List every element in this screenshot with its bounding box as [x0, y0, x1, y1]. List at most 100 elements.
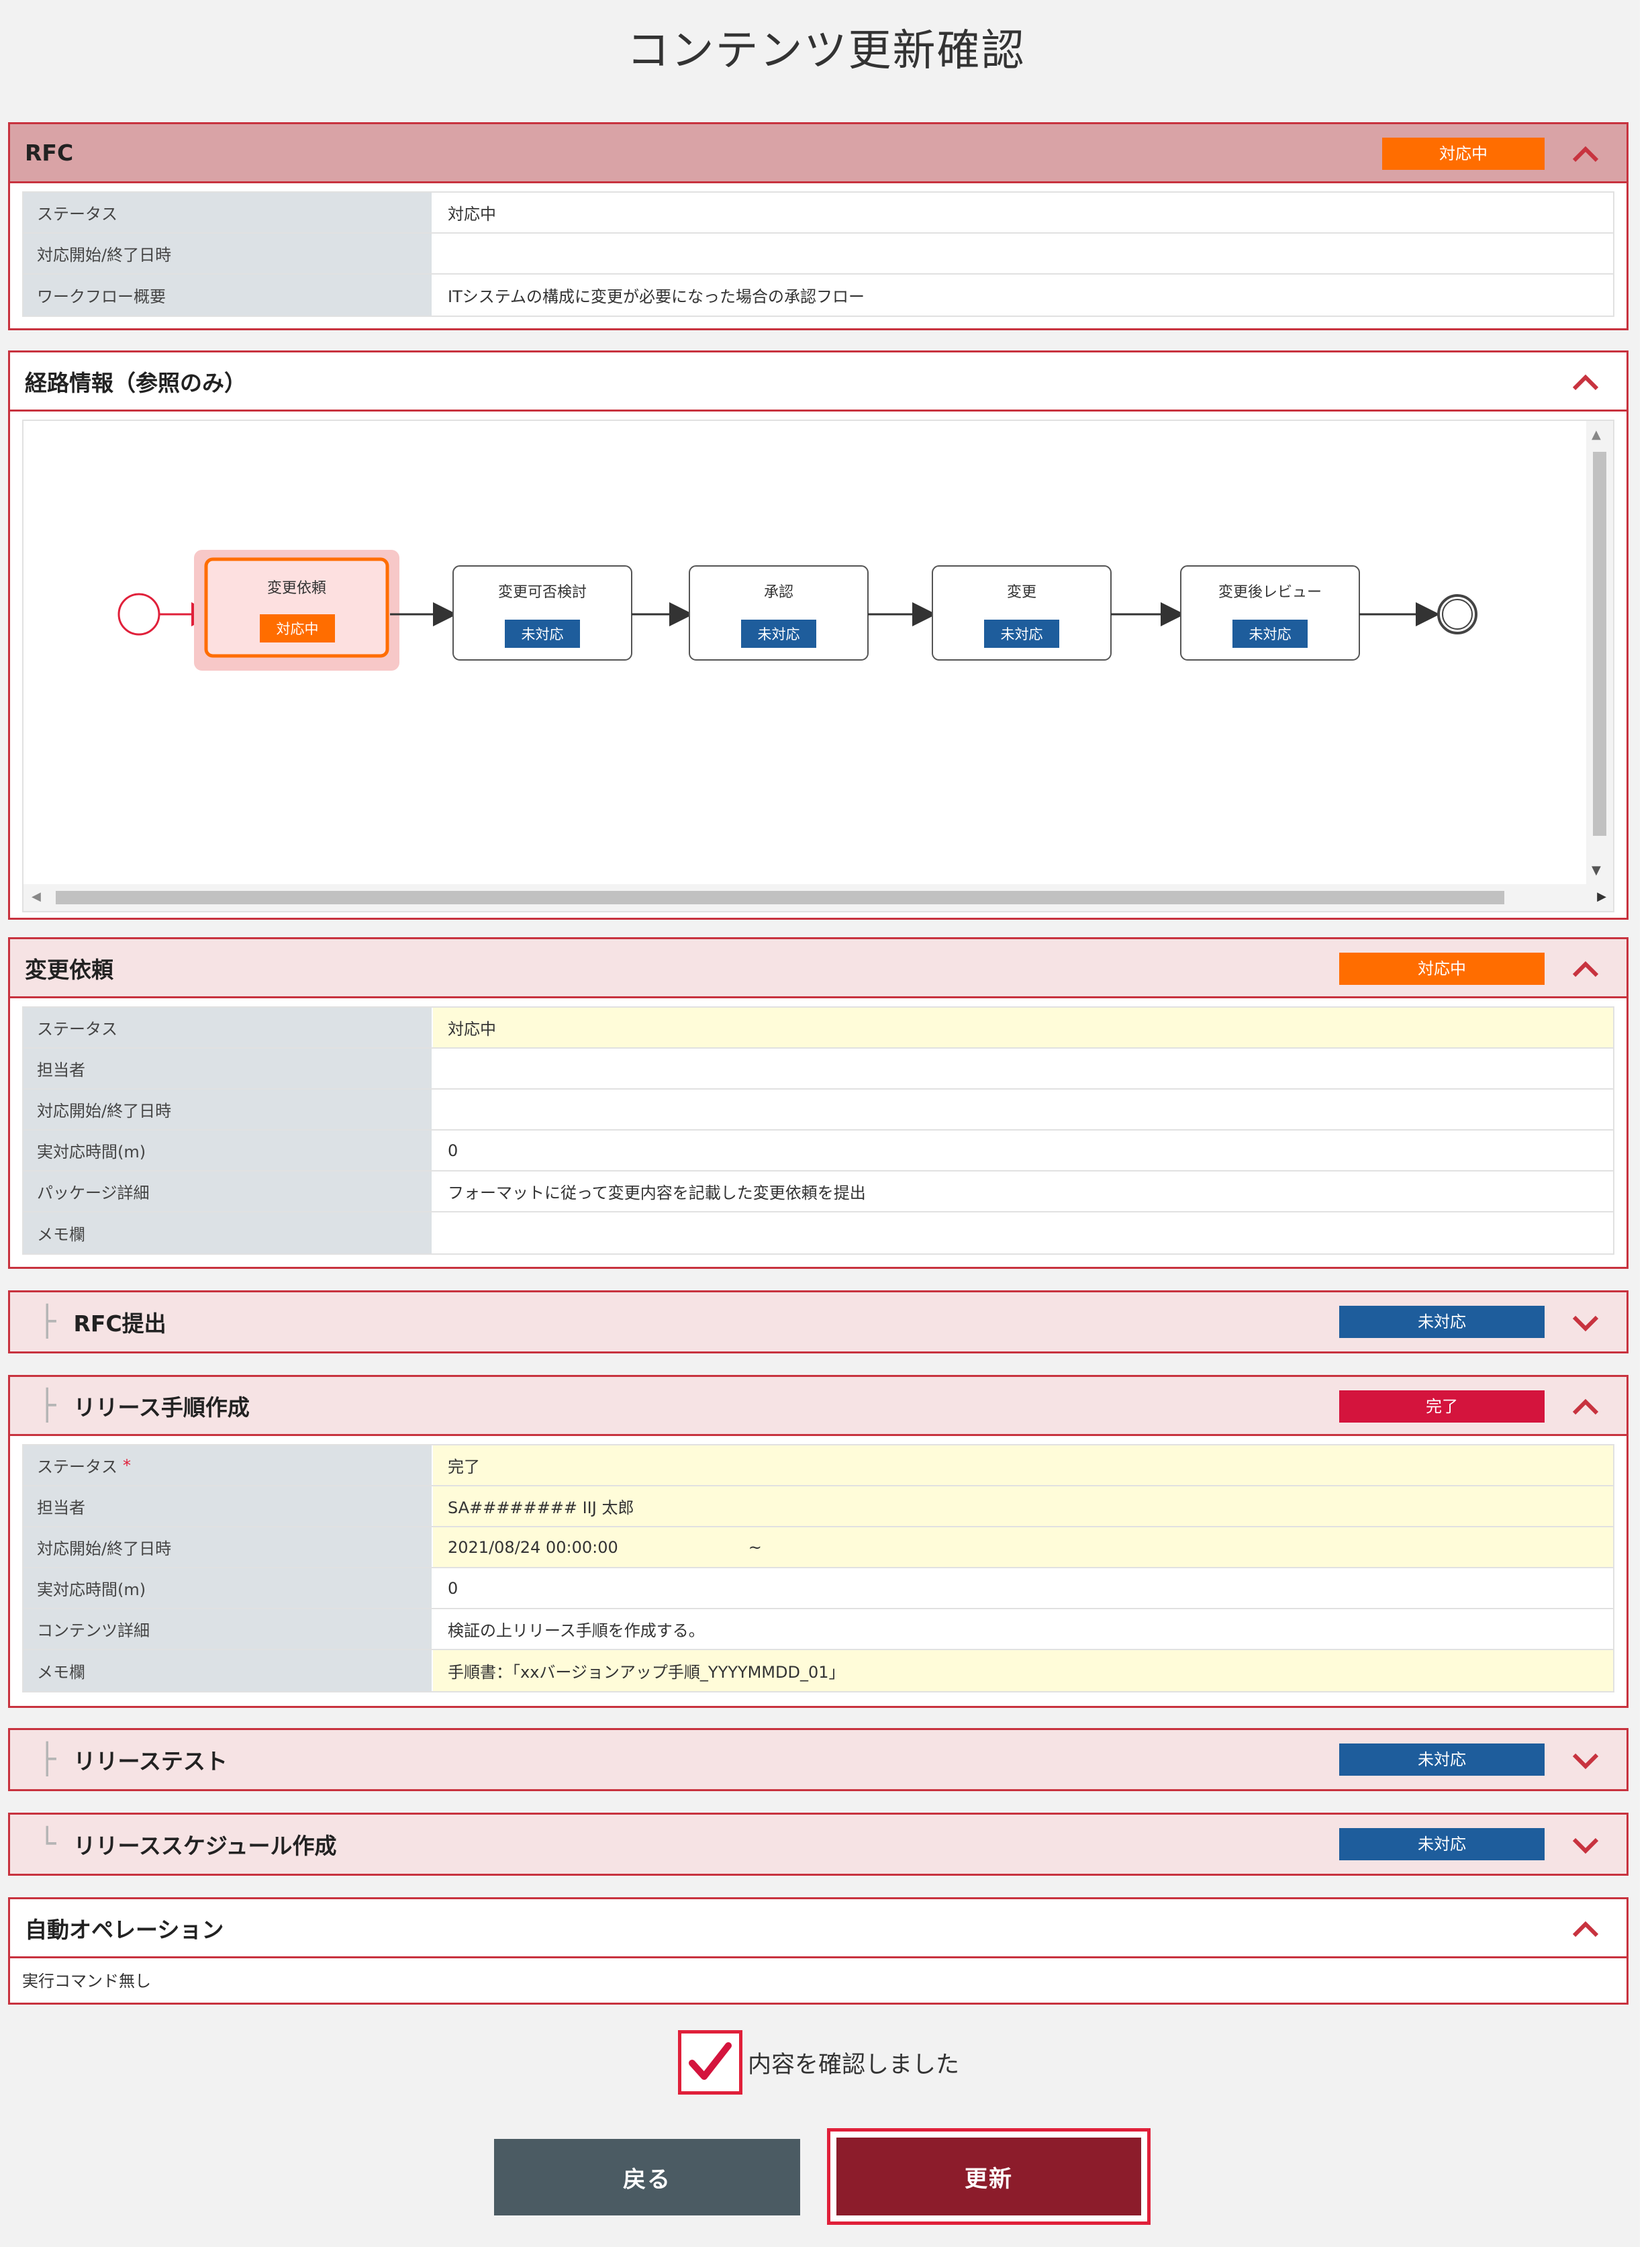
node-label: 変更可否検討	[498, 584, 587, 601]
change-request-title: 変更依頼	[25, 956, 113, 983]
node-status: 未対応	[1001, 626, 1043, 642]
auto-operation-title: 自動オペレーション	[25, 1916, 224, 1943]
chevron-down-icon[interactable]	[1570, 1745, 1601, 1776]
node-status: 未対応	[522, 626, 564, 642]
row-label: 担当者	[23, 1486, 433, 1526]
row-label: メモ欄	[23, 1212, 433, 1253]
update-button[interactable]: 更新	[836, 2138, 1141, 2215]
release-procedure-table: ステータス * 完了 担当者 SA######## IIJ 太郎 対応開始/終了…	[22, 1444, 1614, 1692]
auto-operation-header[interactable]: 自動オペレーション	[10, 1899, 1626, 1958]
chevron-up-icon[interactable]	[1570, 1392, 1601, 1423]
release-schedule-status-badge: 未対応	[1339, 1828, 1545, 1860]
node-label: 変更	[1007, 584, 1036, 601]
table-row: ステータス * 完了	[23, 1445, 1613, 1486]
row-value[interactable]: 手順書：「xxバージョンアップ手順_YYYYMMDD_01」	[433, 1650, 1613, 1691]
node-status-badge	[260, 614, 335, 642]
rfc-table: ステータス 対応中 対応開始/終了日時 ワークフロー概要 ITシステムの構成に変…	[22, 191, 1614, 317]
row-value	[433, 234, 1613, 273]
row-label: パッケージ詳細	[23, 1172, 433, 1211]
auto-operation-text: 実行コマンド無し	[22, 1972, 151, 1991]
vertical-scrollbar[interactable]: ▲ ▼	[1586, 421, 1613, 884]
row-label: ワークフロー概要	[23, 275, 433, 316]
table-row: メモ欄	[23, 1212, 1613, 1253]
release-test-header[interactable]: ├ リリーステスト 未対応	[10, 1730, 1626, 1789]
chevron-down-icon[interactable]	[1570, 1307, 1601, 1338]
rfc-header[interactable]: RFC 対応中	[10, 124, 1626, 183]
confirm-checkbox[interactable]	[678, 2030, 742, 2095]
horizontal-scrollbar[interactable]: ◀ ▶	[23, 884, 1613, 911]
chevron-down-icon[interactable]	[1570, 1829, 1601, 1860]
row-value	[433, 1090, 1613, 1129]
node-status-badge	[505, 620, 580, 648]
table-row: 実対応時間(m) 0	[23, 1131, 1613, 1172]
table-row: 担当者	[23, 1049, 1613, 1090]
release-test-title: リリーステスト	[73, 1748, 228, 1774]
row-label: 実対応時間(m)	[23, 1131, 433, 1170]
route-header[interactable]: 経路情報（参照のみ）	[10, 352, 1626, 412]
change-request-status-badge: 対応中	[1339, 953, 1545, 985]
node-label: 承認	[764, 584, 793, 601]
scroll-left-icon[interactable]: ◀	[32, 890, 41, 904]
tree-end-branch-icon: └	[38, 1827, 56, 1861]
scroll-down-icon[interactable]: ▼	[1592, 863, 1601, 877]
workflow-node[interactable]	[204, 557, 389, 658]
row-label: 実対応時間(m)	[23, 1568, 433, 1608]
node-status: 対応中	[277, 621, 319, 637]
table-row: 担当者 SA######## IIJ 太郎	[23, 1486, 1613, 1527]
node-label: 変更後レビュー	[1218, 584, 1322, 601]
release-procedure-status-badge: 完了	[1339, 1390, 1545, 1423]
workflow-node[interactable]	[1180, 565, 1360, 661]
row-label: コンテンツ詳細	[23, 1609, 433, 1649]
row-value: 0	[448, 1141, 458, 1160]
table-row: 対応開始/終了日時	[23, 1090, 1613, 1131]
workflow-node[interactable]	[452, 565, 632, 661]
row-label: ステータス	[23, 193, 433, 232]
row-label: 対応開始/終了日時	[23, 1527, 433, 1567]
horizontal-scroll-thumb[interactable]	[56, 891, 1504, 904]
release-procedure-header[interactable]: ├ リリース手順作成 完了	[10, 1377, 1626, 1436]
route-section: 経路情報（参照のみ） 変更依頼	[8, 350, 1629, 920]
confirm-row: 内容を確認しました	[678, 2029, 959, 2096]
row-label: メモ欄	[23, 1650, 433, 1691]
release-test-section: ├ リリーステスト 未対応	[8, 1728, 1629, 1791]
release-procedure-section: ├ リリース手順作成 完了 ステータス * 完了 担当者 SA######## …	[8, 1375, 1629, 1708]
tree-branch-icon: ├	[38, 1742, 56, 1776]
start-datetime: 2021/08/24 00:00:00	[448, 1537, 618, 1557]
chevron-up-icon[interactable]	[1570, 1914, 1601, 1945]
right-edge-band	[1640, 0, 1652, 2247]
check-icon	[689, 2042, 732, 2080]
table-row: ステータス 対応中	[23, 1008, 1613, 1049]
rfc-submit-title: RFC提出	[73, 1310, 166, 1337]
row-label-text: ステータス	[37, 1457, 117, 1476]
chevron-up-icon[interactable]	[1570, 954, 1601, 985]
rfc-title: RFC	[25, 140, 74, 166]
workflow-node[interactable]	[689, 565, 869, 661]
workflow-node[interactable]	[932, 565, 1112, 661]
scroll-up-icon[interactable]: ▲	[1592, 428, 1601, 442]
row-label: 担当者	[23, 1049, 433, 1088]
rfc-submit-header[interactable]: ├ RFC提出 未対応	[10, 1292, 1626, 1351]
row-value[interactable]: 2021/08/24 00:00:00 ~	[433, 1527, 1613, 1567]
change-request-header[interactable]: 変更依頼 対応中	[10, 939, 1626, 998]
table-row: 対応開始/終了日時 2021/08/24 00:00:00 ~	[23, 1527, 1613, 1568]
rfc-submit-status-badge: 未対応	[1339, 1306, 1545, 1338]
chevron-up-icon[interactable]	[1570, 139, 1601, 170]
row-value: 検証の上リリース手順を作成する。	[448, 1621, 705, 1640]
confirm-label: 内容を確認しました	[748, 2051, 960, 2078]
scroll-right-icon[interactable]: ▶	[1597, 890, 1606, 904]
vertical-scroll-thumb[interactable]	[1593, 452, 1606, 836]
table-row: ステータス 対応中	[23, 193, 1613, 234]
workflow-canvas: 変更依頼 対応中 変更可否検討 未対応 承認 未対応 変更 未対応	[117, 550, 1477, 671]
release-test-status-badge: 未対応	[1339, 1743, 1545, 1776]
table-row: 対応開始/終了日時	[23, 234, 1613, 275]
table-row: ワークフロー概要 ITシステムの構成に変更が必要になった場合の承認フロー	[23, 275, 1613, 316]
row-label: ステータス *	[23, 1445, 433, 1485]
node-status-badge	[984, 620, 1059, 648]
route-title: 経路情報（参照のみ）	[25, 369, 246, 396]
chevron-up-icon[interactable]	[1570, 367, 1601, 398]
row-value[interactable]: 完了	[433, 1445, 1613, 1485]
row-value[interactable]: SA######## IIJ 太郎	[433, 1486, 1613, 1526]
release-schedule-header[interactable]: └ リリーススケジュール作成 未対応	[10, 1815, 1626, 1874]
back-button[interactable]: 戻る	[494, 2139, 800, 2215]
node-status-badge	[741, 620, 816, 648]
